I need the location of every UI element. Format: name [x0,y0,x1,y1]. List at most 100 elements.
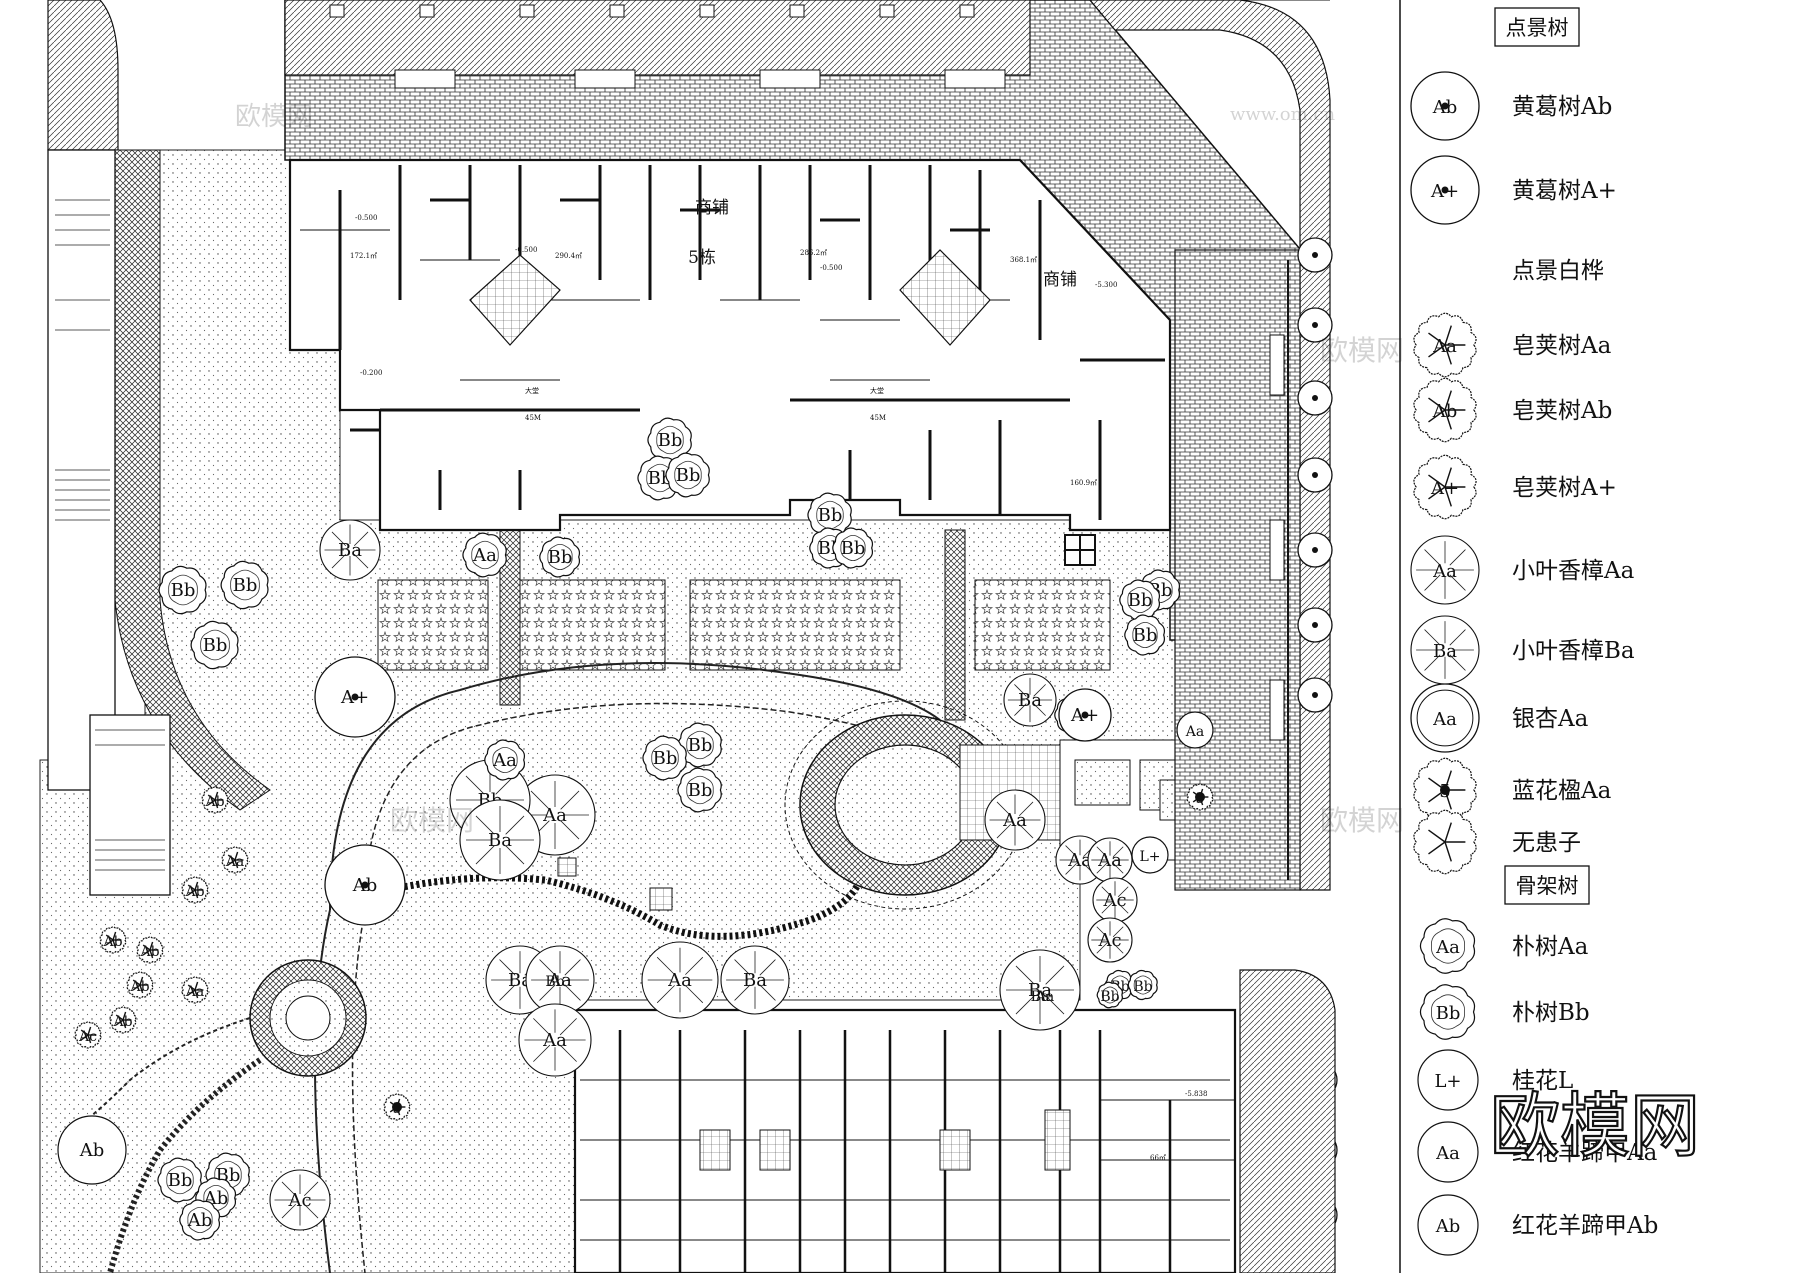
area-label-2: 290.4㎡ [555,252,582,260]
area-label-5: 160.9㎡ [1070,479,1097,487]
tree-symbol-t47: Aa [1087,837,1133,883]
tree-symbol-t48: Ac [1092,877,1138,923]
star-paving-1 [377,579,489,671]
tree-code-label: Aa [1097,850,1122,871]
tree-code-label: Aa [1185,724,1204,740]
tree-code-label: Ba [338,540,362,561]
legend-item-symbol: Aa [1435,937,1460,958]
watermark-faint-3: 欧模网 [1320,804,1404,837]
legend-item-label: 红花羊蹄甲Aa [1512,1140,1658,1166]
area-label-1: 172.1㎡ [350,252,377,260]
tree-symbol-t55: Bb [157,1157,202,1203]
tree-code-label: Bb [841,538,866,559]
height-label-1: 45M [525,414,541,422]
tree-code-label: Bb [1133,979,1152,995]
tree-symbol-t63: 5 [383,1093,411,1121]
tree-code-label: Aa [547,970,572,991]
legend-item-label: 朴树Aa [1512,934,1589,960]
tree-code-label: Bb [171,580,196,601]
tree-symbol-t12: Aa [462,532,507,578]
tree-symbol-t01: Bb [647,417,692,463]
elevation-label-6: -0.200 [360,369,382,377]
tree-symbol-t54: Bb [1096,981,1123,1009]
left-walkway [114,149,271,811]
tree-symbol-t53: Bb [1127,969,1158,1001]
legend-item-label: 黄葛树A+ [1512,178,1617,204]
tree-symbol-t43: Ba [720,945,790,1015]
legend-item-label: 点景白桦 [1512,258,1604,284]
tree-symbol-t60: L+ [1131,836,1169,874]
legend-item-symbol: A+ [1430,181,1459,202]
tree-symbol-t26: Ba [459,799,541,881]
tree-symbol-t29: Aa [525,945,595,1015]
legend-item-label: 桂花L [1512,1068,1573,1094]
height-label-2: 45M [870,414,886,422]
elevation-label-2: -0.500 [515,246,537,254]
tree-symbol-t03: Bb [665,452,710,498]
tree-code-label: 5 [1196,791,1205,807]
legend-item-featured: A+ 黄葛树A+ [1410,155,1617,225]
tree-symbol-t16: Bb [677,722,722,768]
tree-symbol-t09: Bb [190,620,239,670]
shop-label-2: 商铺 [1043,270,1077,290]
tree-symbol-t34: Aa [221,846,249,874]
tree-code-label: Ba [1018,690,1042,711]
tree-code-label: Bb [233,575,258,596]
tree-code-label: Bb [653,748,678,769]
legend-skeleton-title: 骨架树 [1516,874,1579,898]
tree-symbol-t23: Aa [1176,711,1214,749]
tree-symbol-t36: Ab [99,926,127,954]
tree-code-label: Aa [542,1030,567,1051]
tree-code-label: Ab [79,1140,105,1161]
tree-symbol-t35: Ab [181,876,209,904]
tree-code-label: Ac [1097,930,1121,951]
tree-code-label: Bb [1100,989,1119,1005]
tree-code-label: Ab [204,794,224,810]
tree-code-label: Aa [185,984,204,1000]
tree-code-label: Ba [1028,980,1052,1001]
tree-code-label: Bb [688,735,713,756]
tree-code-label: Aa [667,970,692,991]
area-label-4: 368.1㎡ [1010,256,1037,264]
legend-item-symbol: Ba [1433,641,1457,662]
lobby-label-1: 大堂 [525,386,539,395]
tree-code-label: Ab [352,875,378,896]
tree-symbol-t10: Bb [539,536,581,578]
tree-symbol-t62: 5 [1186,783,1214,811]
legend-item-label: 银杏Aa [1512,706,1589,732]
right-road [1089,0,1331,891]
tree-code-label: Ab [129,979,149,995]
tree-symbol-t20: A+ [314,656,396,738]
building-5-footprint [288,158,1172,532]
legend-item-symbol: Aa [1432,336,1457,357]
tree-symbol-t14: Bb [1119,579,1161,621]
tree-symbol-t15: Bb [1124,614,1166,656]
tree-symbol-t50: Ba [1031,989,1050,1005]
elevation-label-3: -0.500 [820,264,842,272]
tree-code-label: Aa [1002,810,1027,831]
legend-item-label: 朴树Bb [1512,1000,1590,1026]
tree-code-label: Bb [818,505,843,526]
legend-item-symbol: Aa [1432,561,1457,582]
tree-code-label: Ab [139,944,159,960]
tree-code-label: A+ [1070,705,1099,726]
tree-symbol-t41: Ac [74,1021,102,1049]
legend-item-symbol: L+ [1434,1071,1461,1092]
tree-symbol-t59: Ab [179,1199,221,1241]
tree-code-label: Bb [1133,625,1158,646]
tree-symbol-t18: Bb [642,735,687,781]
legend-item-symbol: Bb [1436,1003,1461,1024]
tree-code-label: Ac [1102,890,1126,911]
tree-code-label: Bb [676,465,701,486]
tree-symbol-t04: Bb [807,492,852,538]
watermark: 欧模网 www.om.cn 欧模网 欧模网 欧模网 [235,102,1404,837]
legend-item-featured: A+皂荚树A+ [1413,454,1617,520]
legend-item-label: 皂荚树A+ [1512,475,1617,501]
elevation-label-4: -5.300 [1095,281,1117,289]
tree-code-label: Aa [492,750,517,771]
